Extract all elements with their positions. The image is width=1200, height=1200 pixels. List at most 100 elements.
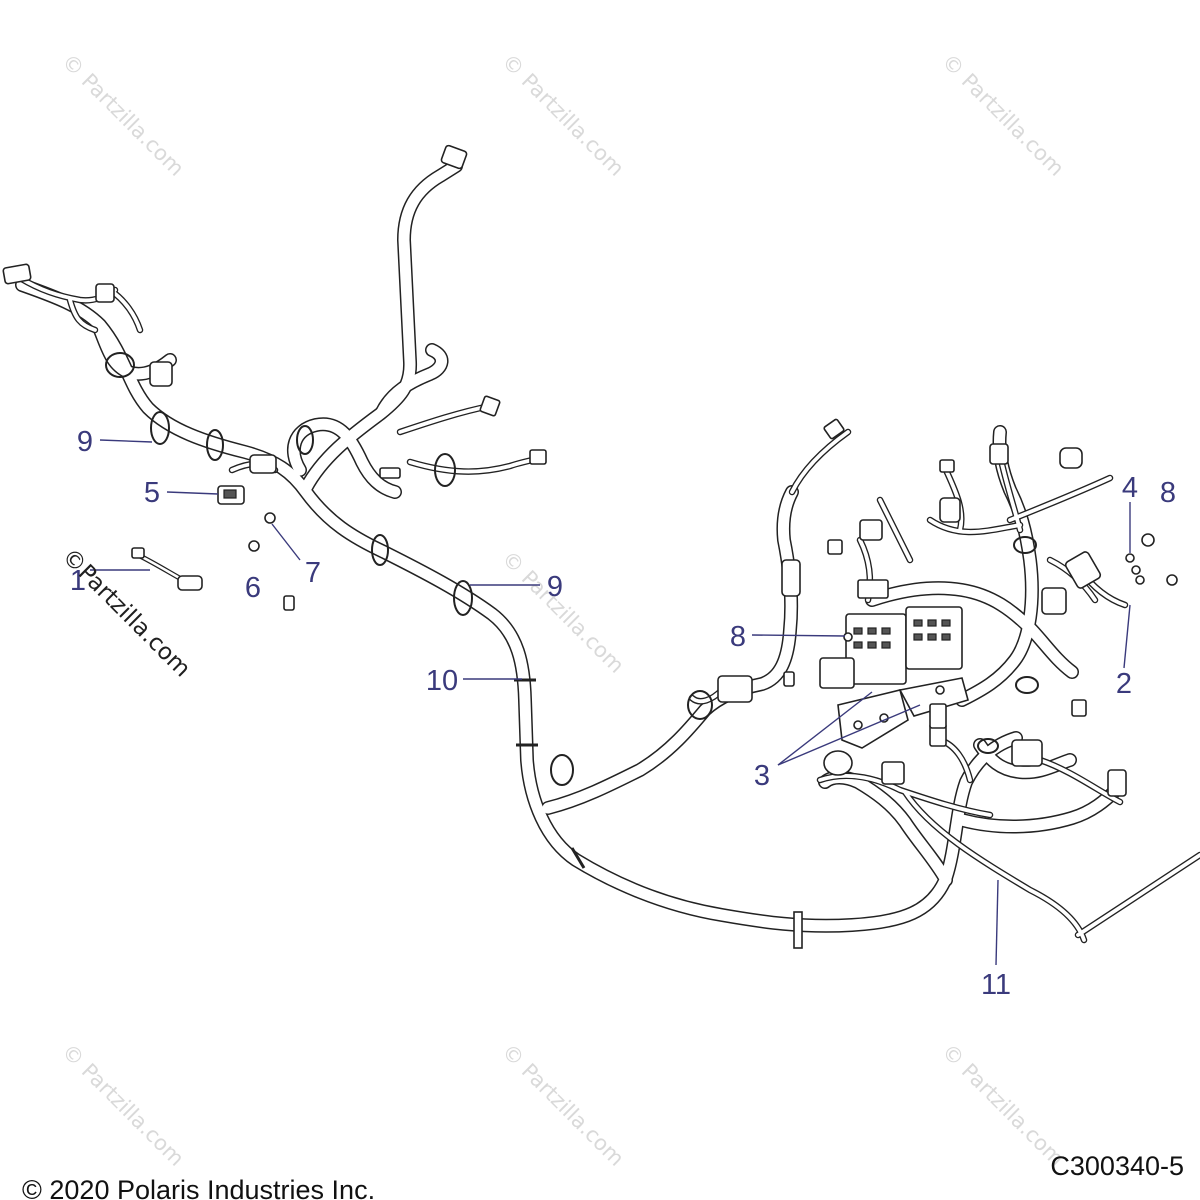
leader-line <box>995 879 999 966</box>
nut-item-7 <box>264 512 276 524</box>
washer-item-4 <box>1125 553 1135 563</box>
connector <box>149 361 173 387</box>
fastener <box>283 595 295 611</box>
fuse-slot <box>881 627 891 635</box>
clamp <box>1015 676 1039 694</box>
fuse-slot <box>867 627 877 635</box>
connectors <box>2 144 1127 797</box>
connector <box>939 459 955 473</box>
leader-lines <box>90 439 1131 966</box>
leader-line <box>777 691 873 766</box>
clamp <box>105 352 135 378</box>
mounting-bracket <box>837 689 909 749</box>
fuse-box <box>845 613 907 685</box>
thin-wire-fill <box>18 276 1200 942</box>
connector <box>479 395 501 417</box>
callout-4: 4 <box>1122 472 1138 504</box>
connector <box>2 263 32 285</box>
fuse-slot <box>913 619 923 627</box>
callout-8: 8 <box>1160 477 1176 509</box>
fuse-slot <box>927 633 937 641</box>
washer-item-4 <box>1135 575 1145 585</box>
leader-line <box>1123 604 1131 669</box>
copyright-notice: © 2020 Polaris Industries Inc. <box>22 1175 375 1200</box>
fuse-slot <box>941 619 951 627</box>
cable-terminal <box>177 575 203 591</box>
callout-11: 11 <box>981 969 1011 1001</box>
fuse-box-assembly <box>819 606 969 749</box>
clamp <box>434 453 456 487</box>
leader-line <box>777 704 921 766</box>
connector <box>529 449 547 465</box>
leader-line <box>751 634 846 637</box>
clamp <box>453 580 473 616</box>
callout-labels: 9 5 1 6 7 9 10 8 3 4 8 2 11 <box>70 426 1176 1001</box>
callout-10: 10 <box>426 665 458 697</box>
connector <box>823 750 853 776</box>
nut-item-6 <box>248 540 260 552</box>
bolt-item-8 <box>1166 574 1178 586</box>
bolt-item-8 <box>843 632 853 642</box>
connector <box>1064 551 1102 589</box>
connector <box>1041 587 1067 615</box>
cable-terminal <box>131 547 145 559</box>
watermark-text: © Partzilla.com <box>57 49 189 181</box>
thin-wire-outline <box>20 278 1200 940</box>
connector <box>989 443 1009 465</box>
watermark-overlay: ©Partzilla.com <box>57 544 196 683</box>
fuse-slot <box>881 641 891 649</box>
bracket-hole <box>853 720 863 730</box>
bracket-hole <box>935 685 945 695</box>
watermark-text: © Partzilla.com <box>937 1039 1069 1171</box>
connector <box>717 675 753 703</box>
fuse-slot <box>867 641 877 649</box>
figure-code: C300340-5 <box>1050 1151 1184 1181</box>
clamp <box>150 411 170 445</box>
connector <box>881 761 905 785</box>
clamp-band <box>570 847 586 869</box>
clamp <box>206 429 224 461</box>
callout-5: 5 <box>144 477 160 509</box>
fastener <box>783 671 795 687</box>
connector-item-5-face <box>223 489 237 499</box>
washer-item-4 <box>1131 565 1141 575</box>
leader-line <box>166 491 219 495</box>
relay <box>939 497 961 523</box>
clamp-tie <box>793 911 803 949</box>
connector <box>249 454 277 474</box>
connector <box>95 283 115 303</box>
fuse-slot <box>853 627 863 635</box>
watermark-text: © Partzilla.com <box>937 49 1069 181</box>
connector <box>781 559 801 597</box>
callout-2: 2 <box>1116 668 1132 700</box>
hardware-items <box>131 485 1178 687</box>
connector <box>1011 739 1043 767</box>
connector <box>827 539 843 555</box>
callout-8: 8 <box>730 621 746 653</box>
connector <box>859 519 883 541</box>
watermark-text: © Partzilla.com <box>497 49 629 181</box>
connector <box>1059 447 1083 469</box>
harness-outline <box>22 166 1116 926</box>
connector <box>823 418 845 440</box>
leader-line <box>271 523 301 561</box>
watermark-text: © Partzilla.com <box>497 1039 629 1171</box>
callout-6: 6 <box>245 572 261 604</box>
connector <box>379 467 401 479</box>
connector <box>857 579 889 599</box>
relay-block <box>819 657 855 689</box>
fuse-slot <box>941 633 951 641</box>
fastener <box>1141 533 1155 547</box>
fuse-slot <box>927 619 937 627</box>
leader-line <box>99 439 153 443</box>
connector <box>440 144 468 170</box>
clamp <box>296 425 314 455</box>
callout-9: 9 <box>77 426 93 458</box>
fuse-slot <box>853 641 863 649</box>
connector <box>929 703 947 729</box>
fuse-slot <box>913 633 923 641</box>
clamp <box>550 754 574 786</box>
callout-3: 3 <box>754 760 770 792</box>
clamp <box>687 690 713 720</box>
